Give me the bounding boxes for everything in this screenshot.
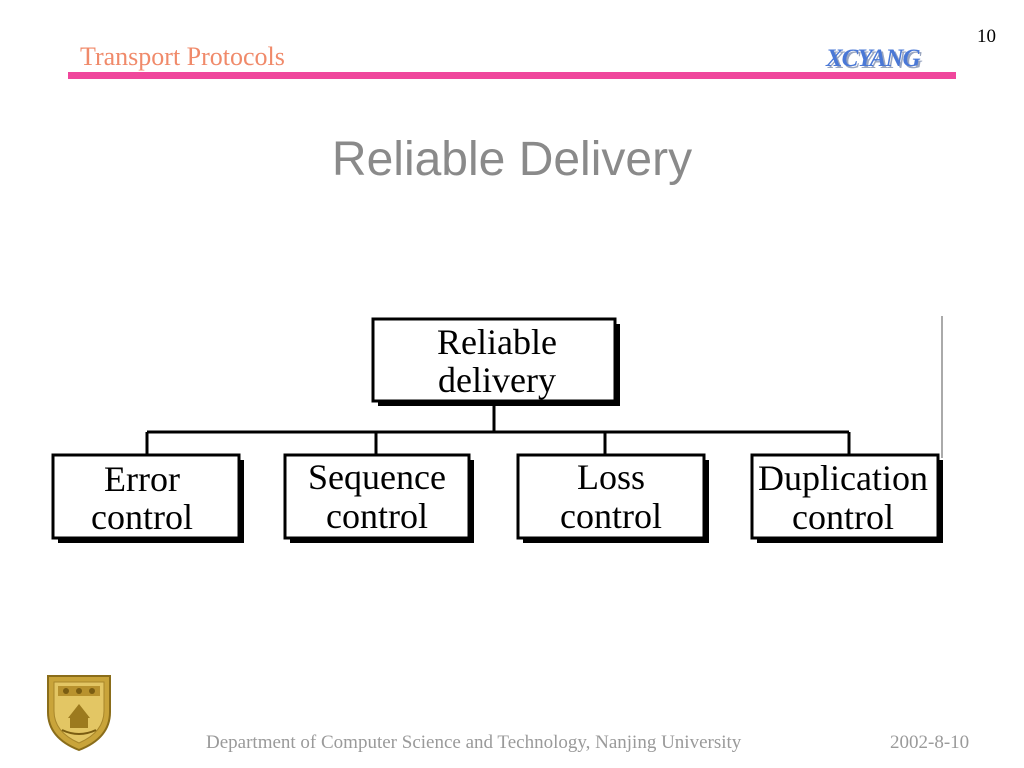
node-label-line1: Sequence xyxy=(308,457,446,497)
node-label-line1: Loss xyxy=(577,457,645,497)
header-divider xyxy=(68,72,956,79)
connector-lines xyxy=(145,402,851,456)
node-label-line1: Duplication xyxy=(758,458,928,498)
node-label-line2: control xyxy=(326,496,428,536)
node-box xyxy=(750,453,940,540)
node-box xyxy=(51,453,241,540)
brand-logo-text: XCYANG xyxy=(826,45,921,72)
header-title: Transport Protocols xyxy=(80,42,285,71)
node-box xyxy=(516,453,706,540)
node-reliable-delivery: Reliable delivery xyxy=(371,317,620,406)
node-label-line2: control xyxy=(560,496,662,536)
footer-department: Department of Computer Science and Techn… xyxy=(206,732,742,753)
slide-title: Reliable Delivery xyxy=(331,133,693,186)
node-label-line2: delivery xyxy=(438,360,556,400)
node-label-line1: Reliable xyxy=(437,322,557,362)
node-box xyxy=(283,453,471,540)
node-error-control: Error control xyxy=(51,453,244,543)
page-number: 10 xyxy=(977,26,996,47)
node-loss-control: Loss control xyxy=(516,453,709,543)
university-crest-icon xyxy=(47,675,111,752)
node-sequence-control: Sequence control xyxy=(283,453,474,543)
node-box xyxy=(371,317,617,403)
node-duplication-control: Duplication control xyxy=(750,453,943,543)
node-label-line1: Error xyxy=(104,459,180,499)
node-label-line2: control xyxy=(792,497,894,537)
footer-date: 2002-8-10 xyxy=(890,732,970,753)
node-label-line2: control xyxy=(91,497,193,537)
